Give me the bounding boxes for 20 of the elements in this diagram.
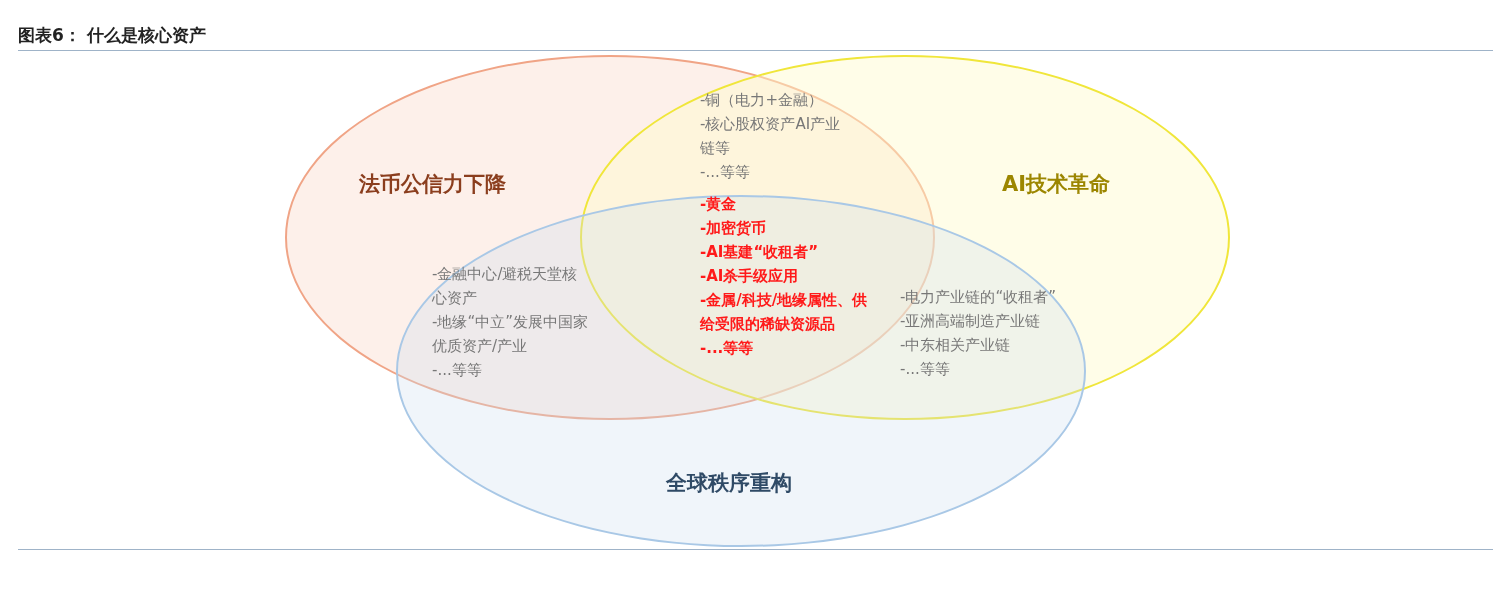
list-item: -亚洲高端制造产业链 [900,311,1042,332]
list-item: -AI基建“收租者” [700,242,820,263]
list-item: -...等等 [700,162,751,183]
list-item: -...等等 [900,359,951,380]
list-item: -核心股权资产AI产业链等 [700,114,842,159]
list-item: -...等等 [700,338,755,359]
list-item: -金融中心/避税天堂核心资产 [432,264,579,309]
set-label: 全球秩序重构 [666,470,792,497]
list-item: -电力产业链的“收租者” [900,287,1057,308]
set-label: 法币公信力下降 [359,171,506,198]
list-item: -铜（电力+金融） [700,90,824,111]
list-item: -加密货币 [700,218,768,239]
list-item: -黄金 [700,194,738,215]
list-item: -AI杀手级应用 [700,266,800,287]
chart-title: 图表6： 什么是核心资产 [18,24,206,47]
list-item: -金属/科技/地缘属性、供给受限的稀缺资源品 [700,290,869,335]
list-item: -中东相关产业链 [900,335,1012,356]
set-label: AI技术革命 [1002,171,1111,198]
list-item: -...等等 [432,360,483,381]
list-item: -地缘“中立”发展中国家优质资产/产业 [432,312,589,357]
